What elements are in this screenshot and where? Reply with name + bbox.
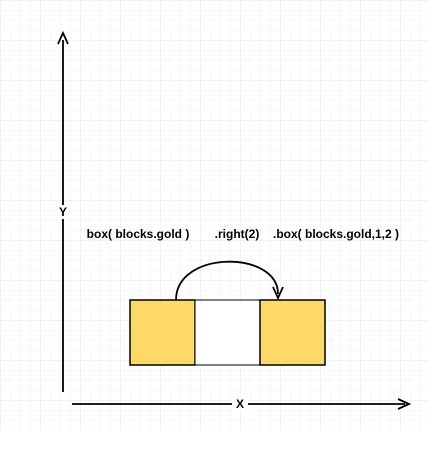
x-axis: X [72,397,412,411]
gold-block-left [129,299,196,366]
x-axis-arrowhead [397,398,412,410]
box-left-label: box( blocks.gold ) [87,227,190,241]
y-axis: Y [56,30,70,392]
x-axis-label: X [236,397,244,411]
empty-gap [194,299,261,366]
box-right-label: .box( blocks.gold,1,2 ) [273,227,399,241]
right-call-label: .right(2) [215,227,260,241]
move-right-arrow [175,260,284,301]
gold-block-right [259,299,326,366]
y-axis-label: Y [59,205,67,219]
move-right-arrowhead [272,286,284,301]
y-axis-arrowhead [57,30,69,45]
